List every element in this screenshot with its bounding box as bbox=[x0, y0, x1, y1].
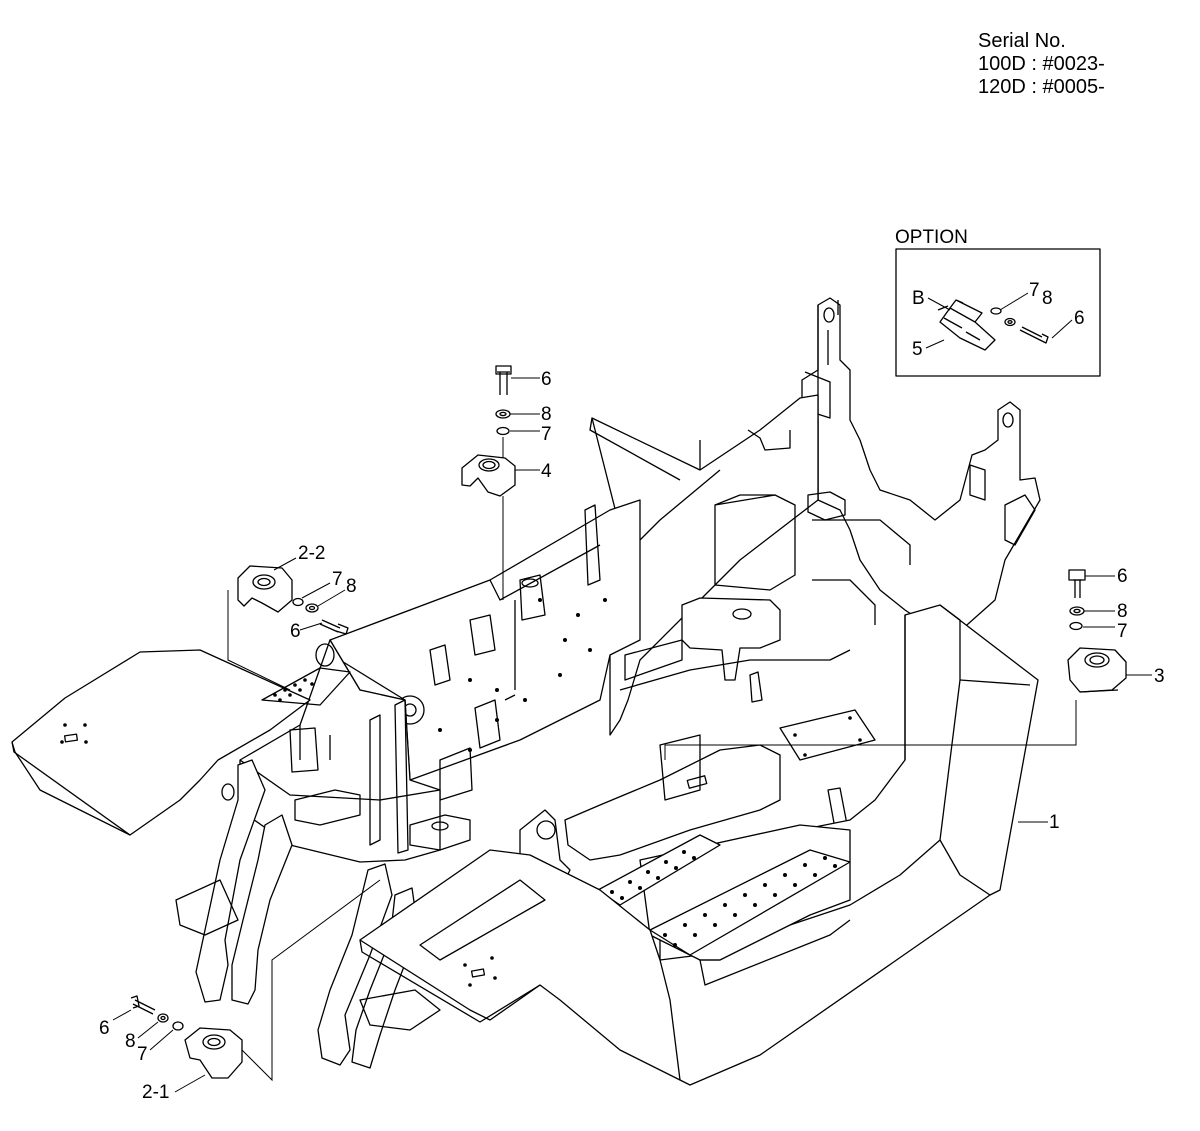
callout-7-top: 7 bbox=[541, 424, 552, 445]
option-washer-8 bbox=[1004, 317, 1016, 327]
part-2-1-mount-group: 6 8 7 2-1 bbox=[99, 879, 381, 1103]
part-2-1-mount bbox=[184, 1027, 243, 1079]
callout-8-left: 8 bbox=[346, 576, 357, 597]
bolt-6-bottom bbox=[130, 995, 156, 1015]
left-step-perforated bbox=[261, 667, 351, 706]
callout-8-right: 8 bbox=[1117, 601, 1128, 622]
washer-8-bottom bbox=[157, 1013, 169, 1023]
callout-7-bottom: 7 bbox=[137, 1044, 148, 1065]
bolt-6-left bbox=[319, 619, 349, 635]
serial-line-100d: 100D : #0023- bbox=[978, 53, 1105, 75]
option-bracket bbox=[939, 307, 996, 351]
serial-line-120d: 120D : #0005- bbox=[978, 76, 1105, 98]
right-fender-body bbox=[359, 604, 1039, 1086]
callout-2-2: 2-2 bbox=[298, 543, 325, 564]
front-left-tray bbox=[294, 789, 361, 826]
callout-4: 4 bbox=[541, 461, 552, 482]
option-box: OPTION B 5 7 8 6 bbox=[895, 227, 1101, 377]
washer-7-right bbox=[1069, 621, 1083, 631]
option-title: OPTION bbox=[895, 227, 968, 248]
front-left-arm-inner bbox=[231, 814, 293, 1005]
right-floor-plate bbox=[359, 849, 681, 1081]
washer-8-top bbox=[495, 409, 511, 419]
option-label-b: B bbox=[912, 288, 925, 309]
part-3-mount bbox=[1067, 647, 1127, 693]
washer-7-left bbox=[292, 597, 304, 607]
part-4-mount-group: 6 8 7 4 bbox=[461, 365, 552, 600]
frame-hole-dots bbox=[438, 598, 607, 752]
rear-tower-frame bbox=[817, 297, 1041, 641]
callout-8-top: 8 bbox=[541, 404, 552, 425]
washer-7-top bbox=[496, 426, 510, 436]
bolt-6-top bbox=[497, 371, 510, 395]
part-1-callout: 1 bbox=[1018, 812, 1060, 833]
option-label-7: 7 bbox=[1029, 280, 1040, 301]
front-left-arm bbox=[195, 759, 266, 1003]
option-washer-7 bbox=[990, 307, 1002, 315]
callout-8-bottom: 8 bbox=[125, 1031, 136, 1052]
callout-3: 3 bbox=[1154, 666, 1165, 687]
step-perforations bbox=[610, 850, 837, 947]
part-4-mount bbox=[461, 454, 516, 497]
part-3-mount-group: 6 8 7 3 bbox=[664, 566, 1165, 760]
bolt-6-right bbox=[1073, 579, 1082, 598]
main-frame bbox=[11, 297, 1041, 1069]
serial-number-block: Serial No. 100D : #0023- 120D : #0005- bbox=[978, 30, 1105, 99]
option-label-6: 6 bbox=[1074, 308, 1085, 329]
callout-7-right: 7 bbox=[1117, 621, 1128, 642]
washer-7-bottom bbox=[172, 1021, 184, 1031]
right-step-lower bbox=[649, 849, 851, 956]
callout-6-bottom: 6 bbox=[99, 1018, 110, 1039]
callout-6-left: 6 bbox=[290, 621, 301, 642]
washer-8-right bbox=[1069, 606, 1085, 616]
option-label-5: 5 bbox=[912, 339, 923, 360]
washer-8-left bbox=[305, 603, 319, 613]
callout-6-top: 6 bbox=[541, 369, 552, 390]
callout-7-left: 7 bbox=[332, 569, 343, 590]
front-right-arm bbox=[317, 863, 393, 1066]
access-cover-plate bbox=[779, 709, 876, 761]
cross-member-block bbox=[681, 597, 781, 681]
centre-console-channel bbox=[564, 744, 781, 861]
serial-heading: Serial No. bbox=[978, 30, 1066, 52]
callout-1: 1 bbox=[1049, 812, 1060, 833]
part-2-2-mount-group: 2-2 7 8 6 bbox=[227, 543, 357, 691]
callout-6-right: 6 bbox=[1117, 566, 1128, 587]
option-label-8: 8 bbox=[1042, 288, 1053, 309]
callout-2-1: 2-1 bbox=[142, 1082, 169, 1103]
left-floor-plate bbox=[11, 649, 311, 836]
option-bolt-6 bbox=[1019, 326, 1049, 344]
rear-bumper-block bbox=[1004, 494, 1036, 546]
option-frame bbox=[895, 248, 1101, 377]
